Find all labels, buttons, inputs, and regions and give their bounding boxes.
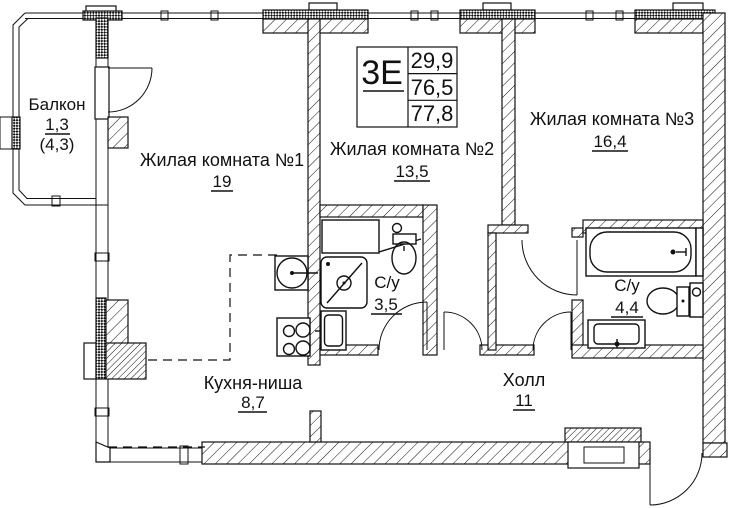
room-label-living-1: Жилая комната №1 19	[140, 150, 304, 192]
svg-text:13,5: 13,5	[395, 162, 428, 181]
svg-text:Жилая комната №1: Жилая комната №1	[140, 150, 304, 170]
bathroom-2-door	[521, 239, 578, 296]
wall-tee-cap	[487, 224, 529, 234]
wall-bath1-bottom	[319, 344, 379, 356]
room-label-bathroom-1: С/у 3,5	[371, 273, 402, 315]
title-value-total: 77,8	[411, 101, 454, 126]
interior-walls	[307, 18, 704, 366]
svg-text:С/у: С/у	[614, 276, 640, 295]
title-value-living: 29,9	[411, 48, 454, 73]
bottom-wall	[201, 441, 651, 465]
bathroom-1-door	[378, 301, 428, 351]
wall-pier-1	[82, 5, 123, 59]
bathroom-sink	[587, 319, 646, 349]
room-labels: Балкон 1,3 (4,3) Жилая комната №1 19 Жил…	[28, 95, 694, 413]
room-label-hall: Холл 11	[503, 370, 545, 411]
svg-text:С/у: С/у	[374, 273, 400, 292]
wall-bath1-right	[422, 204, 438, 356]
kitchen-niche-boundary	[108, 254, 277, 448]
bathtub	[585, 227, 704, 277]
svg-text:8,7: 8,7	[241, 393, 265, 412]
svg-text:Жилая комната №2: Жилая комната №2	[330, 139, 494, 159]
toilet-2	[646, 286, 690, 317]
wall-hall-cap	[479, 344, 535, 356]
entrance-niche	[564, 427, 642, 469]
title-value-area: 76,5	[411, 75, 454, 100]
svg-text:(4,3): (4,3)	[40, 135, 75, 154]
svg-text:Кухня-ниша: Кухня-ниша	[204, 373, 304, 393]
wall-neck	[487, 232, 497, 351]
left-wall	[83, 204, 147, 463]
wall-bath2-left-bottom	[571, 299, 584, 351]
svg-text:Жилая комната №3: Жилая комната №3	[530, 109, 694, 129]
svg-text:19: 19	[213, 172, 232, 191]
room-label-living-2: Жилая комната №2 13,5	[330, 139, 494, 182]
svg-text:16,4: 16,4	[593, 132, 626, 151]
svg-text:3,5: 3,5	[374, 295, 398, 314]
kitchen-sink	[274, 255, 318, 291]
right-wall-foot	[702, 442, 728, 458]
wall-bath2-left-top	[571, 227, 584, 238]
bottom-window	[110, 445, 202, 465]
room-label-balcony: Балкон 1,3 (4,3)	[28, 95, 85, 154]
exterior-walls	[25, 2, 728, 469]
balcony-door	[107, 67, 153, 113]
wall-bath1-top	[319, 204, 424, 218]
right-wall	[702, 12, 726, 444]
room-label-bathroom-2: С/у 4,4	[611, 276, 643, 318]
wall-room2-room3	[501, 18, 516, 226]
washing-machine	[315, 310, 347, 351]
window-mullions	[160, 10, 624, 21]
room-label-kitchen: Кухня-ниша 8,7	[204, 373, 304, 413]
balcony-structure	[0, 12, 129, 207]
stove	[276, 317, 311, 357]
room-label-living-3: Жилая комната №3 16,4	[530, 109, 694, 152]
doors	[107, 67, 703, 506]
svg-text:Холл: Холл	[503, 370, 545, 390]
wall-pier-2	[262, 2, 369, 34]
wall-room1-room2	[307, 18, 321, 366]
wall-pier-4	[634, 2, 716, 34]
bath2-cabinet	[689, 282, 704, 318]
shower-tray	[320, 256, 368, 309]
wall-stub-kitchen	[309, 410, 322, 443]
room2-door	[443, 311, 483, 351]
entrance-door	[649, 452, 703, 506]
title-block: 3Е 29,9 76,5 77,8	[356, 46, 458, 128]
room3-door	[532, 311, 572, 351]
wall-pier-3	[459, 2, 536, 34]
fixtures	[274, 219, 704, 357]
svg-text:4,4: 4,4	[615, 298, 639, 317]
svg-text:Балкон: Балкон	[28, 95, 85, 114]
layout-code: 3Е	[361, 54, 403, 92]
svg-text:11: 11	[515, 391, 533, 410]
svg-text:1,3: 1,3	[45, 115, 69, 134]
toilet-1	[391, 222, 417, 275]
